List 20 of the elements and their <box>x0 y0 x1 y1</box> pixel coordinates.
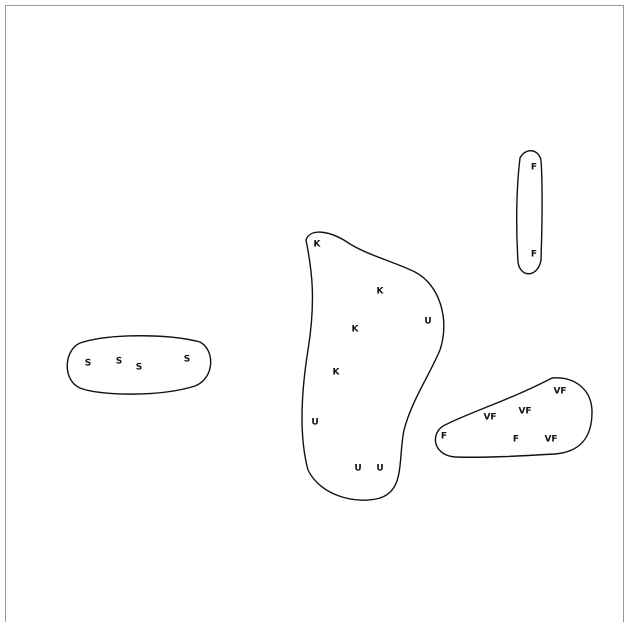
cluster-member-letter: S <box>116 358 122 366</box>
cluster-member-letter: K <box>332 368 340 378</box>
cluster-member-letter: F <box>440 432 448 442</box>
cluster-member-letter: F <box>530 164 538 172</box>
cluster-member-letter: U <box>424 318 432 326</box>
cluster-member-letter: U <box>376 464 384 474</box>
cluster-member-letter: S <box>84 360 92 368</box>
cluster-member-letter: VF <box>544 436 558 444</box>
cluster-member-letter: S <box>184 356 190 364</box>
cluster-member-letter: VF <box>518 408 532 416</box>
cluster-member-letter: F <box>530 250 538 260</box>
cluster-member-letter: VF <box>553 388 567 396</box>
cluster-member-letter: U <box>354 464 362 474</box>
cluster-member-letter: F <box>512 436 520 444</box>
cluster-member-letter: VF <box>483 414 497 422</box>
cluster-member-letter: K <box>314 240 320 250</box>
cluster-member-letter: K <box>352 326 358 334</box>
cluster-member-letter: K <box>376 288 384 296</box>
cluster-member-letter: U <box>311 418 319 428</box>
cluster-member-letter: S <box>136 364 142 372</box>
